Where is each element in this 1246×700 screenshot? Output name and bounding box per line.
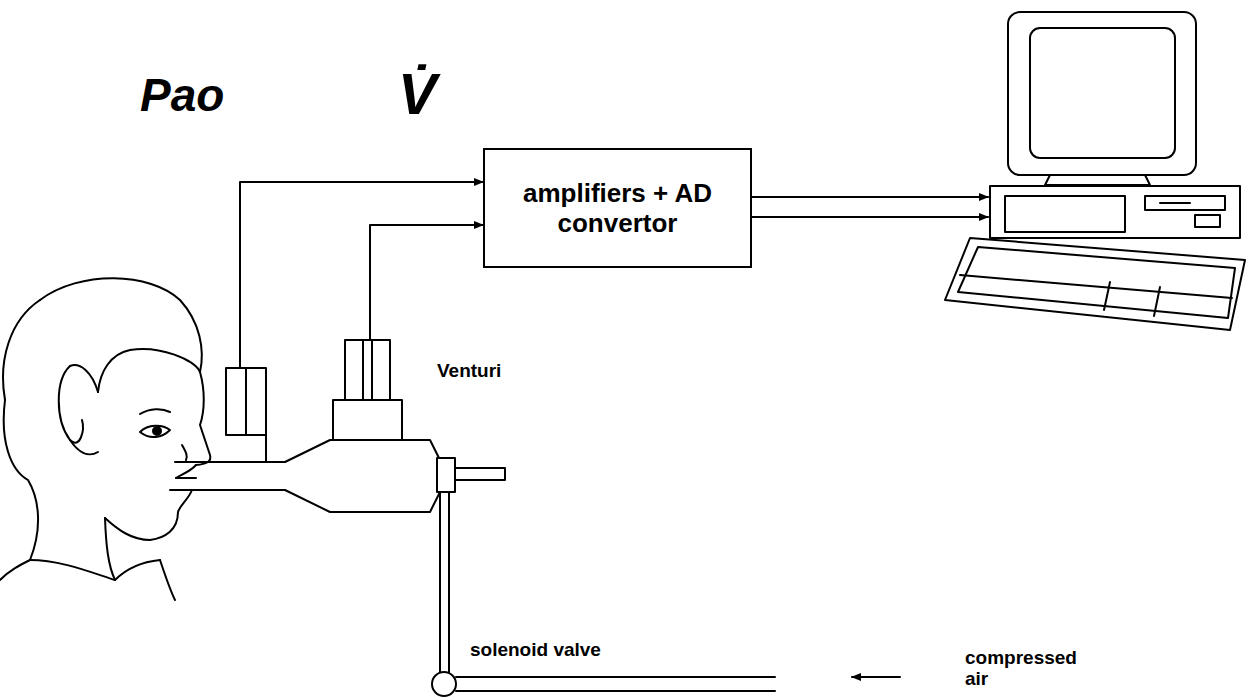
subject-head — [0, 278, 210, 600]
supply-label: compressed air — [965, 648, 1085, 690]
box-label: amplifiers + AD convertor — [498, 178, 737, 238]
flow-signal-label: V̇ — [398, 62, 437, 126]
part-name: Venturi — [437, 361, 501, 382]
venturi-tube — [175, 440, 505, 676]
data-lines — [752, 197, 988, 217]
computer — [945, 12, 1245, 330]
process-box: amplifiers + AD convertor — [483, 148, 752, 268]
part-name: solenoid valve — [470, 640, 601, 661]
pressure-transducer — [226, 182, 483, 462]
flow-transducer — [333, 225, 483, 440]
solenoid-valve — [432, 672, 900, 696]
pressure-signal-label: Pao — [140, 70, 224, 121]
